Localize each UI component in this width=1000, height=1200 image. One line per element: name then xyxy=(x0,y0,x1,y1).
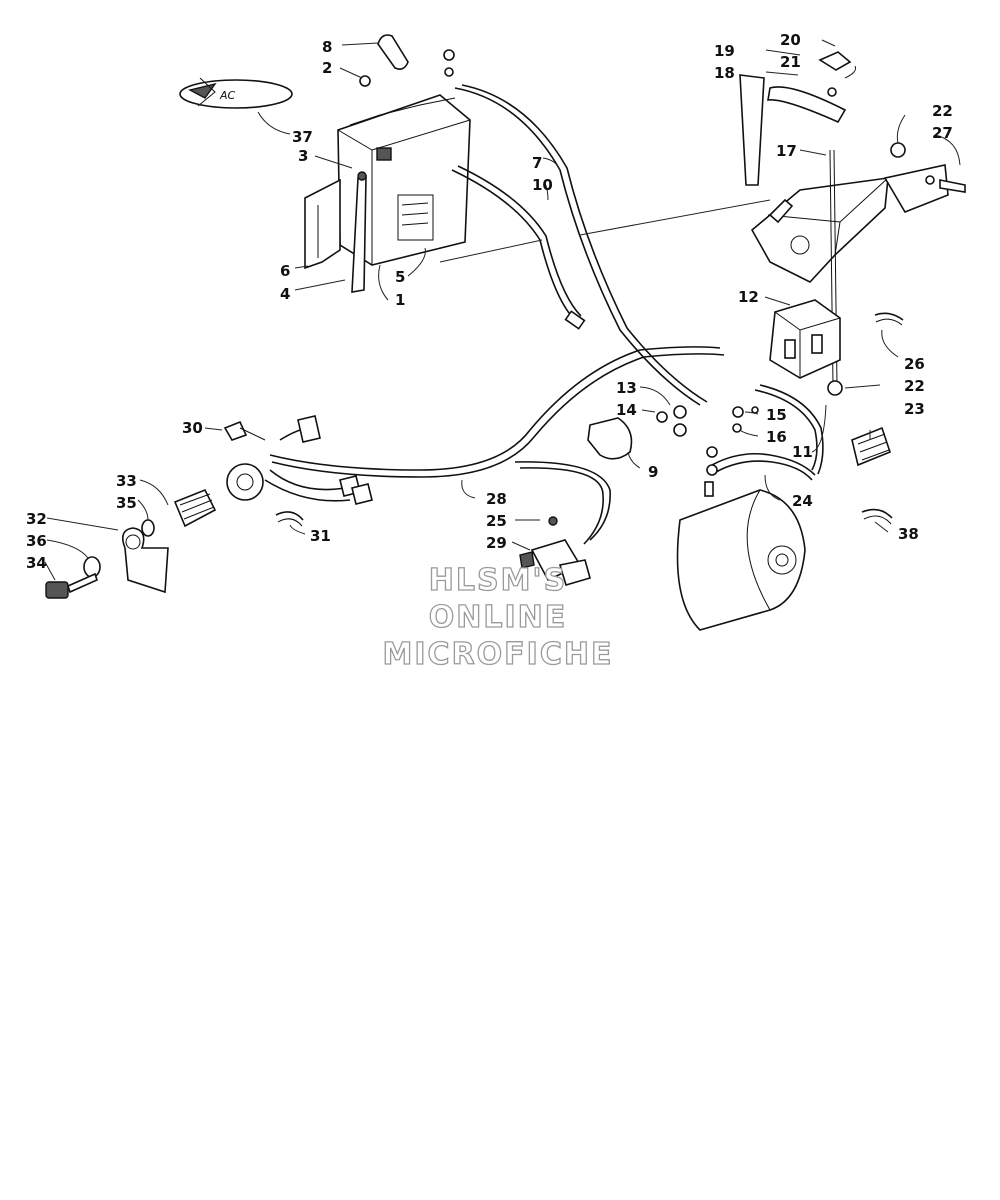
switch-washers xyxy=(83,519,155,578)
callout-8: 8 xyxy=(322,38,332,56)
solenoid-hardware xyxy=(656,405,759,437)
terminal-screws xyxy=(359,49,455,161)
callout-24: 24 xyxy=(792,492,813,510)
battery-box xyxy=(750,164,949,283)
callout-5: 5 xyxy=(395,268,405,286)
callout-9: 9 xyxy=(648,463,658,481)
callout-6: 6 xyxy=(280,262,290,280)
callout-10: 10 xyxy=(532,176,553,194)
boot-red xyxy=(851,426,891,467)
callout-3: 3 xyxy=(298,147,308,165)
boot-cover xyxy=(587,417,633,460)
harness-connector xyxy=(519,516,591,586)
watermark-line-1: HLSM'S xyxy=(429,563,567,598)
leader-lines xyxy=(44,39,961,581)
callout-1: 1 xyxy=(395,291,405,309)
callout-33: 33 xyxy=(116,472,137,490)
callouts: 1 2 3 4 5 6 7 8 9 10 11 12 13 14 15 16 1… xyxy=(26,31,953,572)
callout-7: 7 xyxy=(532,154,542,172)
callout-26: 26 xyxy=(904,355,925,373)
svg-text:AC: AC xyxy=(219,89,236,102)
starter-motor xyxy=(676,481,806,631)
callout-4: 4 xyxy=(280,285,290,303)
callout-12: 12 xyxy=(738,288,759,306)
battery-hold-down-bracket xyxy=(304,178,341,270)
callout-37: 37 xyxy=(292,128,313,146)
callout-27: 27 xyxy=(932,124,953,142)
retaining-rings xyxy=(275,312,904,527)
callout-30: 30 xyxy=(182,419,203,437)
callout-38: 38 xyxy=(898,525,919,543)
starter-solenoid xyxy=(769,299,841,379)
callout-19: 19 xyxy=(714,42,735,60)
watermark-line-3: MICROFICHE xyxy=(383,637,614,672)
positive-cable xyxy=(454,84,708,406)
solenoid-cable xyxy=(754,384,824,475)
callout-13: 13 xyxy=(616,379,637,397)
callout-16: 16 xyxy=(766,428,787,446)
battery-strap xyxy=(739,51,852,186)
callout-22a: 22 xyxy=(932,102,953,120)
callout-28: 28 xyxy=(486,490,507,508)
callout-31: 31 xyxy=(310,527,331,545)
cable-tie xyxy=(223,420,266,441)
negative-cable xyxy=(451,165,586,330)
callout-2: 2 xyxy=(322,59,332,77)
callout-14: 14 xyxy=(616,401,637,419)
wiring-harness xyxy=(264,346,725,545)
callout-20: 20 xyxy=(780,31,801,49)
ignition-key xyxy=(45,572,98,599)
decal-logo: AC xyxy=(179,77,293,109)
vent-tube xyxy=(351,171,367,293)
callout-11: 11 xyxy=(792,443,813,461)
callout-25: 25 xyxy=(486,512,507,530)
callout-21: 21 xyxy=(780,53,801,71)
terminal-cover xyxy=(377,34,409,70)
callout-29: 29 xyxy=(486,534,507,552)
watermark: HLSM'S ONLINE MICROFICHE xyxy=(382,562,614,672)
callout-18: 18 xyxy=(714,64,735,82)
callout-23: 23 xyxy=(904,400,925,418)
callout-32: 32 xyxy=(26,510,47,528)
callout-36: 36 xyxy=(26,532,47,550)
callout-35: 35 xyxy=(116,494,137,512)
callout-34: 34 xyxy=(26,554,47,572)
ignition-plate xyxy=(122,527,169,594)
callout-15: 15 xyxy=(766,406,787,424)
callout-22b: 22 xyxy=(904,377,925,395)
starter-cable xyxy=(706,446,816,481)
callout-17: 17 xyxy=(776,142,797,160)
watermark-line-2: ONLINE xyxy=(429,600,568,635)
ignition-switch xyxy=(173,463,264,528)
